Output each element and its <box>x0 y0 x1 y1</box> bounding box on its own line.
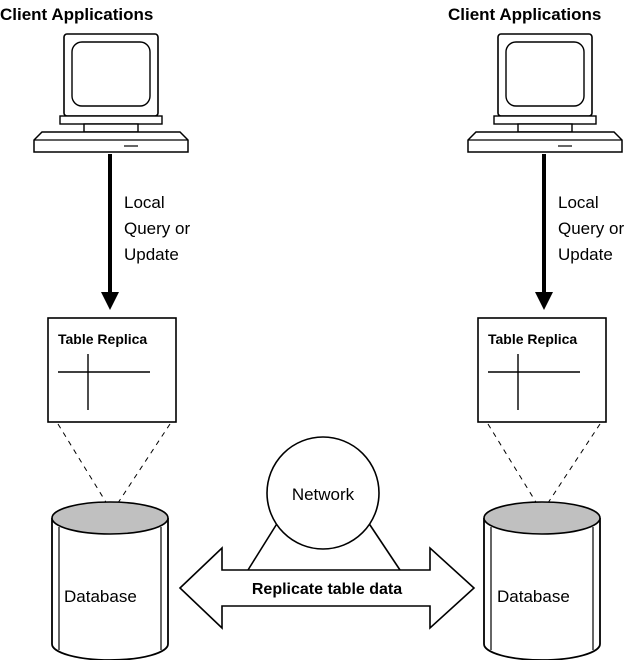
left-action-line-3: Update <box>124 245 179 264</box>
right-database-label: Database <box>497 587 570 606</box>
right-database-icon: Database <box>483 501 601 660</box>
right-client-heading: Client Applications <box>448 5 601 24</box>
right-action-line-3: Update <box>558 245 613 264</box>
right-action-line-1: Local <box>558 193 599 212</box>
network-left-leg <box>247 521 279 571</box>
left-client: Client Applications Local Query or Updat… <box>0 5 195 660</box>
left-table-replica: Table Replica <box>47 317 177 423</box>
network-circle-icon <box>266 436 380 550</box>
left-down-arrow-icon <box>101 154 119 310</box>
network-right-leg <box>367 521 401 571</box>
left-computer-icon <box>33 33 189 153</box>
replicate-label: Replicate table data <box>252 581 402 598</box>
right-projection-lines <box>487 423 601 513</box>
right-client: Client Applications Local Query or Updat… <box>448 5 629 660</box>
left-client-heading: Client Applications <box>0 5 153 24</box>
right-computer-icon <box>467 33 623 153</box>
network-label: Network <box>292 485 355 504</box>
right-table-title: Table Replica <box>488 331 577 347</box>
left-action-line-1: Local <box>124 193 165 212</box>
left-database-label: Database <box>64 587 137 606</box>
right-action-line-2: Query or <box>558 219 624 238</box>
left-action-line-2: Query or <box>124 219 190 238</box>
replicate-double-arrow-icon <box>178 546 476 630</box>
right-action-label: Local Query or Update <box>558 193 629 264</box>
right-down-arrow-icon <box>535 154 553 310</box>
network: Network Replicate table data <box>178 436 476 630</box>
right-table-replica: Table Replica <box>477 317 607 423</box>
left-table-title: Table Replica <box>58 331 147 347</box>
left-action-label: Local Query or Update <box>124 193 195 264</box>
left-database-icon: Database <box>51 501 169 660</box>
left-projection-lines <box>57 423 171 513</box>
